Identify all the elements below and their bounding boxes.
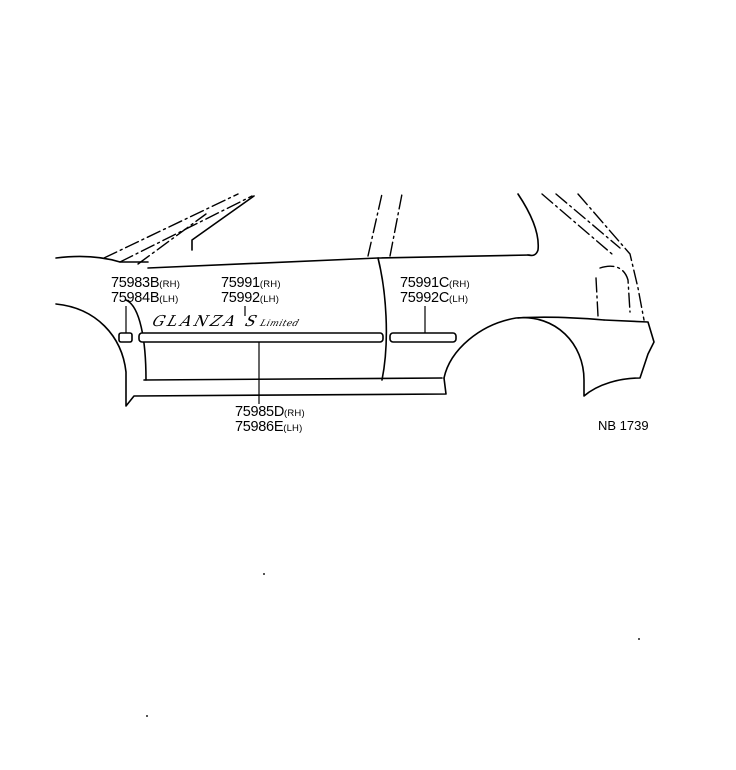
a-pillar-outer [103,193,239,259]
rocker-line [143,377,443,381]
badge-main-text: GLANZA S [150,312,263,330]
side-code: (RH) [259,279,281,290]
b-pillar-right [389,193,403,257]
diagram-reference-code: NB 1739 [598,418,649,433]
body-side-molding-shape [138,332,384,343]
rear-door-molding-shape [389,332,457,343]
front-window-frame [191,195,255,251]
side-code: (RH) [159,279,181,290]
scan-speck [146,715,148,717]
belt-line [147,254,531,269]
rear-quarter-window [517,193,540,257]
side-code: (LH) [159,294,179,305]
fender-emblem-shape [118,332,133,343]
side-code: (LH) [283,423,303,434]
part-number: 75992C [400,290,449,306]
callout-body-side-molding: 75985D(RH) 75986E(LH) [235,404,305,435]
scan-speck [263,573,265,575]
tail-light-inner [595,277,599,317]
side-code: (LH) [259,294,280,305]
scan-speck [638,638,640,640]
part-number: 75984B [111,290,160,306]
side-code: (LH) [449,294,469,305]
part-number: 75992 [221,290,260,306]
a-pillar-inner-2 [137,213,207,265]
front-wheel-arch [55,303,447,407]
rear-body-line [517,316,605,321]
rear-wheel-arch [443,316,655,397]
side-code: (RH) [284,408,305,419]
glanza-badge: GLANZA SLimited [150,312,303,330]
part-number: 75991 [221,275,260,291]
badge-sub-text: Limited [258,319,301,329]
part-number: 75986E [235,419,284,435]
tail-light-outline [599,265,631,313]
callout-rear-door-molding: 75991C(RH) 75992C(LH) [400,275,470,306]
part-number: 75991C [400,275,449,291]
part-number: 75985D [235,404,284,420]
side-code: (RH) [449,279,470,290]
door-shut-line [377,257,388,381]
front-door-front-edge [125,299,147,381]
callout-door-emblem: 75991(RH) 75992(LH) [221,275,281,306]
c-pillar-outer [541,193,613,255]
callout-fender-emblem: 75983B(RH) 75984B(LH) [111,275,181,306]
rear-hatch-edge [577,193,645,321]
hood-line [55,255,149,263]
c-pillar-inner [555,193,621,249]
part-number: 75983B [111,275,160,291]
b-pillar-left [367,193,383,257]
